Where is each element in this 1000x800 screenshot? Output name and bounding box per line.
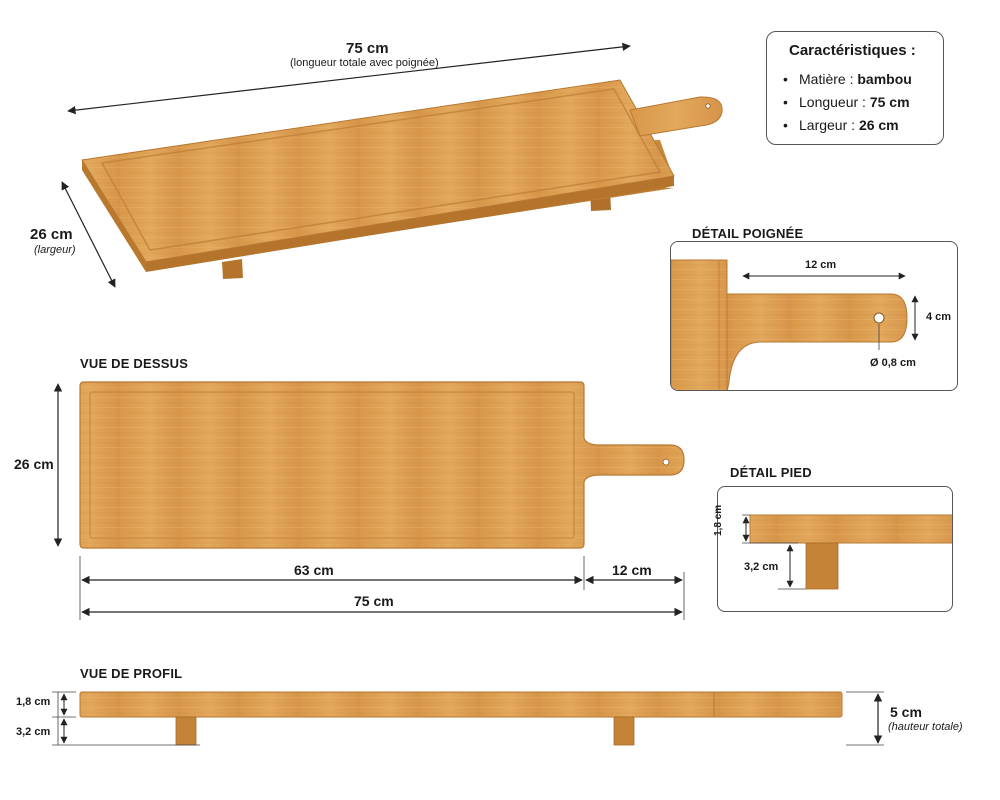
foot-detail-frame [717,486,953,612]
handle-length-label: 12 cm [805,259,837,271]
top-view-board-length-label: 63 cm [294,562,334,578]
top-view-board [79,381,685,549]
handle-hole-label: Ø 0,8 cm [870,357,916,369]
profile-foot-height-label: 3,2 cm [16,726,51,738]
perspective-width-label: 26 cm [30,226,73,243]
perspective-length-label: 75 cm [346,40,389,57]
spec-item-length: •Longueur : 75 cm [783,94,910,110]
specifications-box: Caractéristiques : •Matière : bambou •Lo… [766,31,944,145]
handle-detail-frame [670,241,958,391]
perspective-length-note: (longueur totale avec poignée) [290,57,439,69]
specifications-title: Caractéristiques : [789,42,916,59]
profile-total-height-note: (hauteur totale) [888,721,963,733]
profile-view-board [79,691,843,746]
foot-detail-drawing [742,514,952,590]
spec-item-width: •Largeur : 26 cm [783,117,899,133]
handle-width-label: 4 cm [926,311,952,323]
top-view-title: VUE DE DESSUS [80,356,189,371]
profile-view-title: VUE DE PROFIL [80,666,183,681]
top-view-total-length-label: 75 cm [354,593,394,609]
handle-detail-drawing [671,259,919,390]
foot-thickness-label: 1,8 cm [713,504,724,536]
foot-height-label: 3,2 cm [744,561,779,573]
top-view-handle-length-label: 12 cm [612,562,652,578]
specifications-list: •Matière : bambou •Longueur : 75 cm •Lar… [783,68,912,137]
top-view-width-label: 26 cm [14,456,54,472]
spec-item-material: •Matière : bambou [783,71,912,87]
foot-detail-title: DÉTAIL PIED [730,465,812,480]
perspective-board [81,79,723,279]
profile-total-height-label: 5 cm [890,704,922,720]
perspective-width-note: (largeur) [34,244,76,256]
handle-detail-title: DÉTAIL POIGNÉE [692,226,804,241]
profile-thickness-label: 1,8 cm [16,696,51,708]
